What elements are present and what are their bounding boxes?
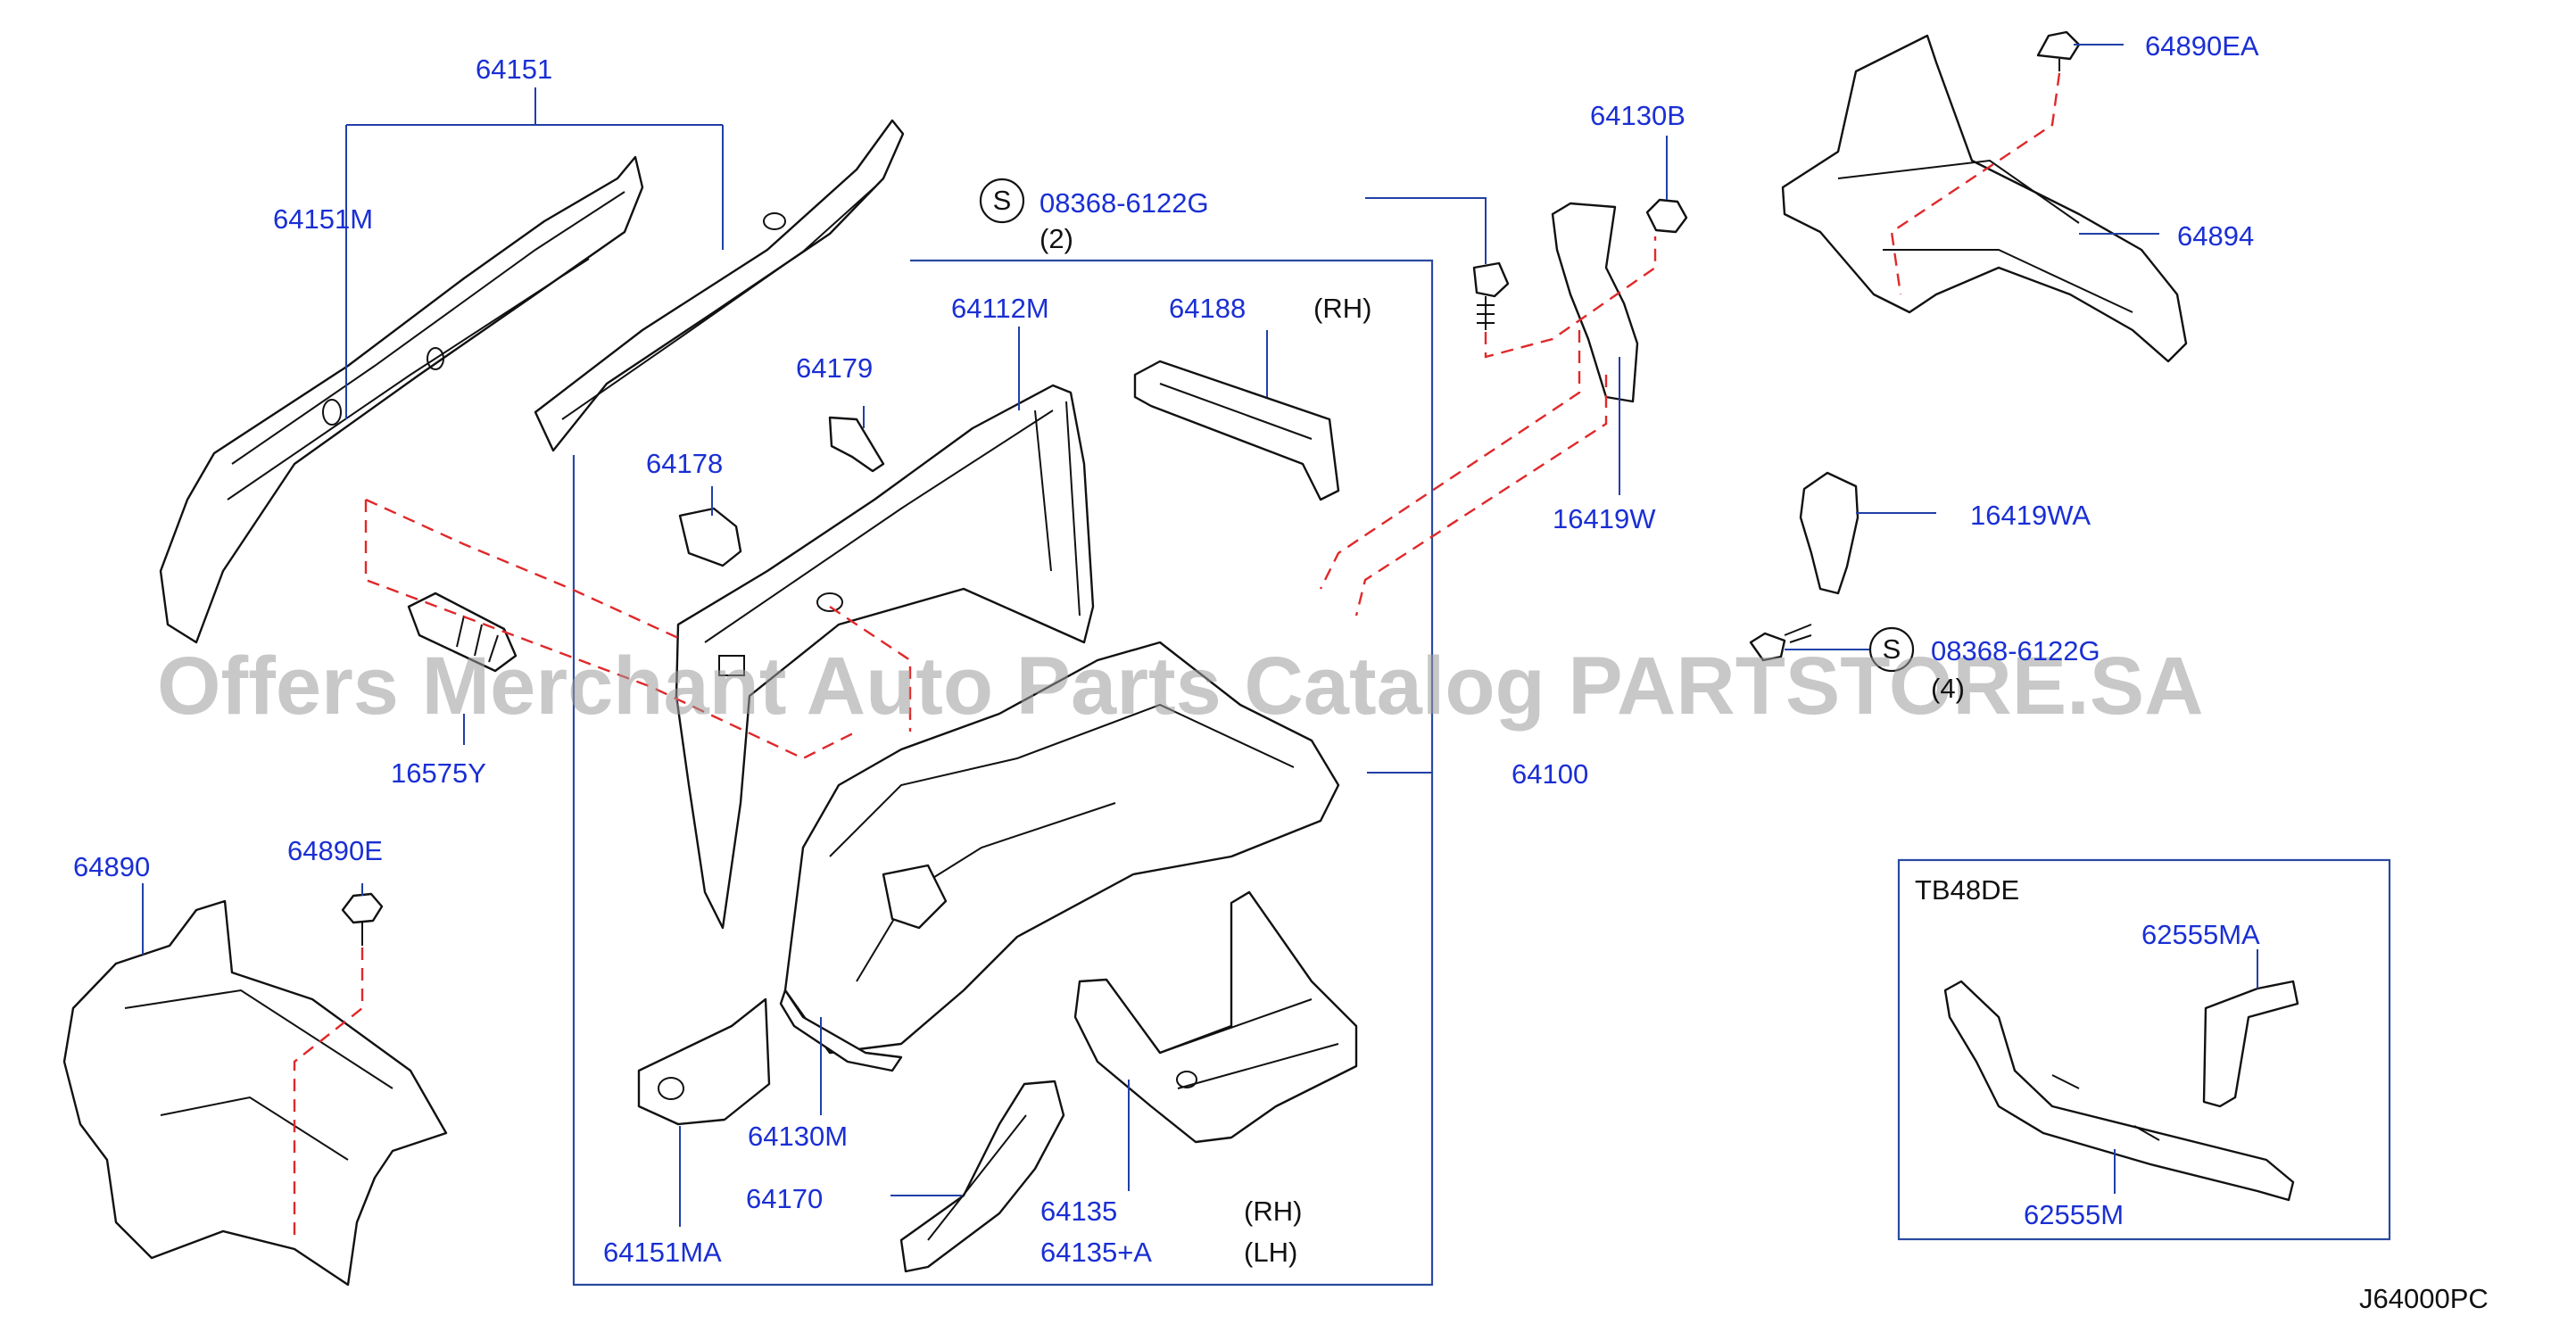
label-64130M[interactable]: 64130M (748, 1121, 848, 1152)
screw-symbol-top-letter: S (993, 185, 1012, 216)
part-64178-clip (678, 507, 742, 567)
label-64100[interactable]: 64100 (1512, 758, 1588, 790)
diagram-code: J64000PC (2359, 1283, 2489, 1314)
label-qty-4: (4) (1931, 673, 1965, 704)
screw-symbol-mid-letter: S (1883, 633, 1901, 665)
part-64151MA-gusset (637, 997, 771, 1126)
label-62555MA[interactable]: 62555MA (2141, 919, 2260, 950)
part-64179-clip (828, 416, 885, 473)
part-64112M-hood-ledge (675, 384, 1095, 930)
part-62555M-stay (1943, 980, 2295, 1202)
part-64890E-clip (341, 892, 384, 946)
part-64151-upper-cowl (534, 119, 905, 452)
label-16419W[interactable]: 16419W (1553, 503, 1656, 534)
inset-frame (1897, 858, 2391, 1241)
label-64151MA[interactable]: 64151MA (603, 1237, 722, 1268)
part-64170-rail (899, 1080, 1065, 1273)
dashed-assembly-lines (293, 72, 2061, 1240)
label-64135-A[interactable]: 64135+A (1040, 1237, 1152, 1268)
screw-symbol-top (979, 178, 1025, 224)
part-bolt-08368-top (1472, 261, 1510, 330)
part-64188-bracket (1133, 360, 1340, 501)
part-bolt-08368-mid (1749, 624, 1812, 662)
label-64170[interactable]: 64170 (746, 1183, 823, 1214)
part-16419WA-bracket (1799, 471, 1860, 595)
label-64890EA[interactable]: 64890EA (2145, 30, 2259, 62)
label-64135[interactable]: 64135 (1040, 1196, 1117, 1227)
label-64894[interactable]: 64894 (2177, 220, 2254, 252)
part-64151M-cowl-top (159, 155, 644, 644)
main-assembly-frame (572, 259, 1434, 1287)
part-64130B-nut (1645, 198, 1688, 234)
label-64179[interactable]: 64179 (796, 352, 873, 384)
watermark-text: Offers Merchant Auto Parts Catalog PARTS… (157, 641, 2204, 732)
part-16575Y-connector (407, 592, 518, 673)
label-62555M[interactable]: 62555M (2024, 1199, 2124, 1230)
label-64151[interactable]: 64151 (476, 54, 552, 85)
label-lh-64135: (LH) (1244, 1237, 1297, 1268)
screw-symbol-mid (1868, 626, 1915, 673)
part-64894-cover (1781, 34, 2188, 363)
label-64890E[interactable]: 64890E (287, 835, 383, 866)
label-64151M[interactable]: 64151M (273, 203, 373, 235)
label-qty-2: (2) (1040, 223, 1073, 254)
part-16419W-bracket (1551, 202, 1639, 403)
part-64130M-support (779, 989, 903, 1072)
part-64890EA-clip (2036, 30, 2081, 71)
part-64890-splash (62, 899, 448, 1287)
label-16419WA[interactable]: 16419WA (1970, 500, 2091, 531)
label-rh-64135: (RH) (1244, 1196, 1302, 1227)
label-64178[interactable]: 64178 (646, 448, 723, 479)
label-16575Y[interactable]: 16575Y (391, 757, 486, 789)
label-rh-64188: (RH) (1313, 293, 1371, 324)
label-08368-6122G-mid[interactable]: 08368-6122G (1931, 635, 2100, 666)
part-62555MA-bracket (2202, 980, 2299, 1108)
label-64188[interactable]: 64188 (1169, 293, 1246, 324)
part-64100-wheelhouse (783, 641, 1340, 1055)
label-08368-6122G-top[interactable]: 08368-6122G (1040, 187, 1209, 219)
part-64135-sidemember (1073, 890, 1358, 1144)
inset-title: TB48DE (1915, 874, 2019, 906)
label-64130B[interactable]: 64130B (1590, 100, 1686, 131)
label-64112M[interactable]: 64112M (951, 293, 1049, 324)
leader-lines (142, 44, 2258, 1227)
label-64890[interactable]: 64890 (73, 851, 150, 882)
